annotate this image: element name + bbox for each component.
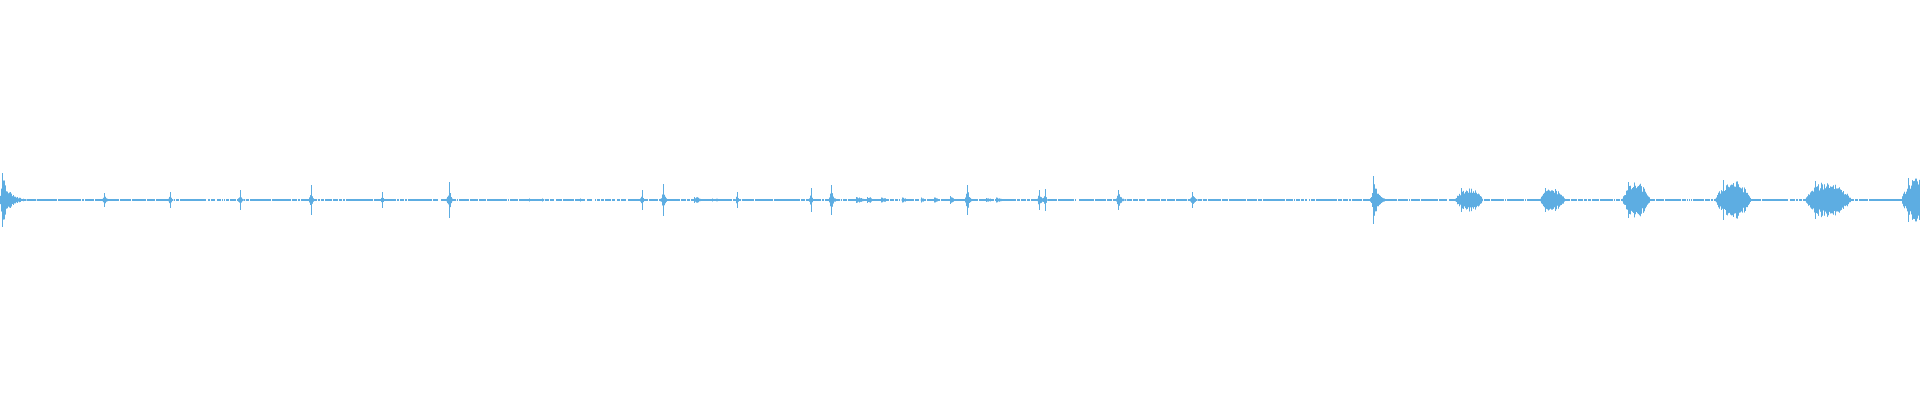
waveform-path bbox=[0, 173, 1920, 227]
